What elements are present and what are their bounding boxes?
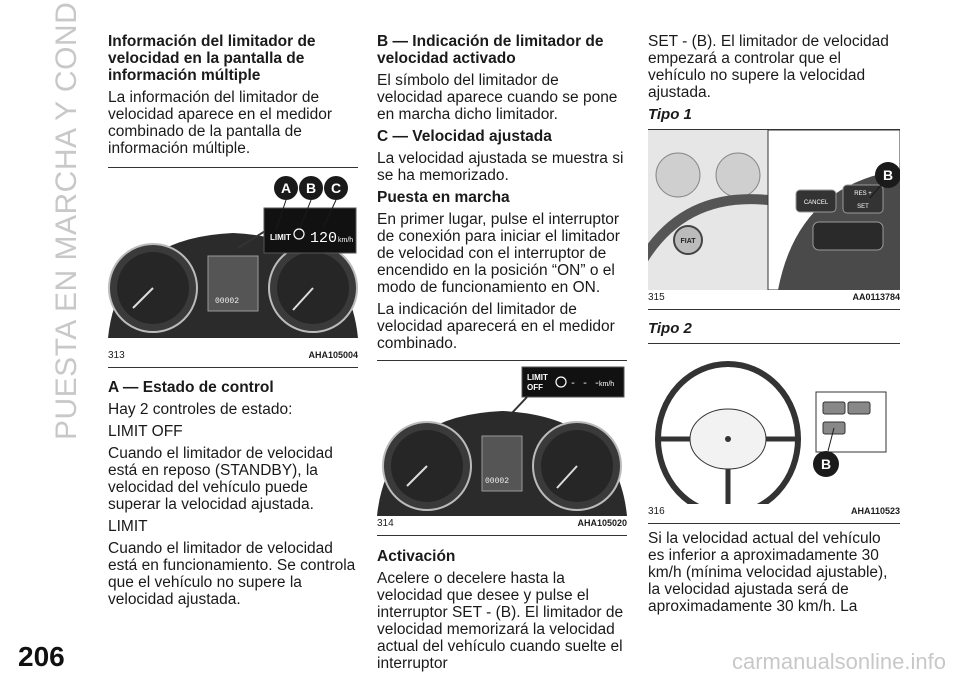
set-speed: 120 [310,230,337,247]
svg-text:B: B [883,167,893,183]
heading-indicacion: B — Indicación de limitador de velocidad… [377,33,604,67]
off-label: OFF [527,383,543,392]
callout-a [274,176,298,200]
cancel-button-icon [795,189,837,213]
figure-315: FIAT CANCEL RES + SET B 315 AA0113784 [648,129,900,310]
svg-text:B: B [821,456,831,472]
column-1: Información del limitador de velocidad e… [108,33,358,613]
paragraph: Cuando el limitador de velocidad está en… [108,445,333,513]
paragraph: La velocidad ajustada se muestra si se h… [377,150,624,184]
instrument-cluster-illustration: LIMIT OFF - - - km/h 00002 [377,361,627,516]
paragraph: La información del limitador de velocida… [108,89,333,157]
figure-ref: AHA105020 [577,518,627,528]
steering-wheel-type1-illustration: FIAT CANCEL RES + SET B [648,130,900,290]
limit-label: LIMIT [527,373,548,382]
limit-label: LIMIT [270,233,291,242]
paragraph: SET - (B). El limitador de velocidad emp… [648,33,889,101]
page-number: 206 [18,641,65,672]
paragraph: Hay 2 controles de estado: [108,401,293,418]
figure-caption: 314 AHA105020 [377,516,627,535]
callout-b [875,162,900,188]
paragraph: El símbolo del limitador de velocidad ap… [377,72,618,123]
paragraph: Si la velocidad actual del vehículo es i… [648,530,888,615]
figure-ref: AHA105004 [308,350,358,360]
figure-number: 313 [108,350,125,361]
heading-info-limitador: Información del limitador de velocidad e… [108,33,316,84]
figure-number: 316 [648,506,665,517]
svg-text:- - -: - - - [570,379,600,390]
svg-text:RES +: RES + [854,191,872,197]
svg-text:FIAT: FIAT [680,238,696,245]
paragraph: LIMIT [108,518,148,535]
speed-unit: km/h [338,237,353,244]
column-3: SET - (B). El limitador de velocidad emp… [648,33,900,620]
fiat-logo [673,225,703,255]
paragraph: Cuando el limitador de velocidad está en… [108,540,356,608]
heading-velocidad-ajustada: C — Velocidad ajustada [377,128,552,145]
svg-text:B: B [306,180,316,196]
figure-ref: AA0113784 [852,292,900,302]
odometer-text: 00002 [485,477,509,486]
figure-caption: 315 AA0113784 [648,290,900,309]
heading-estado-control: A — Estado de control [108,379,274,396]
callout-b [813,451,839,477]
figure-number: 315 [648,292,665,303]
svg-text:A: A [281,180,291,196]
figure-caption: 313 AHA105004 [108,348,358,367]
svg-text:km/h: km/h [599,381,614,388]
figure-caption: 316 AHA110523 [648,504,900,523]
tipo-1-heading: Tipo 1 [648,106,692,123]
tipo-2-heading: Tipo 2 [648,320,692,337]
figure-ref: AHA110523 [850,506,900,516]
figure-number: 314 [377,518,394,529]
callout-b [299,176,323,200]
odometer-text: 00002 [215,297,239,306]
instrument-cluster-illustration: 00002 LIMIT 120 km/h A B C [108,168,358,348]
limiter-icon [293,228,305,240]
svg-text:CANCEL: CANCEL [804,200,829,206]
paragraph: La indicación del limitador de velocidad… [377,301,615,352]
column-2: B — Indicación de limitador de velocidad… [377,33,627,677]
set-res-switch-icon [842,184,884,214]
callout-c [324,176,348,200]
figure-313: 00002 LIMIT 120 km/h A B C 313 AHA105004 [108,167,358,368]
figure-314: LIMIT OFF - - - km/h 00002 314 AHA105020 [377,360,627,536]
paragraph: En primer lugar, pulse el interruptor de… [377,211,620,296]
steering-wheel-type2-illustration: B [648,344,900,504]
watermark: carmanualsonline.info [731,649,946,674]
paragraph: Acelere o decelere hasta la velocidad qu… [377,570,624,672]
figure-316: B 316 AHA110523 [648,343,900,524]
side-section-title: PUESTA EN MARCHA Y CONDUCCIÓN [50,0,83,440]
heading-puesta-en-marcha: Puesta en marcha [377,189,510,206]
limiter-icon [555,376,567,388]
svg-text:C: C [331,180,341,196]
paragraph: LIMIT OFF [108,423,183,440]
svg-text:SET: SET [857,204,869,210]
heading-activacion: Activación [377,548,456,565]
